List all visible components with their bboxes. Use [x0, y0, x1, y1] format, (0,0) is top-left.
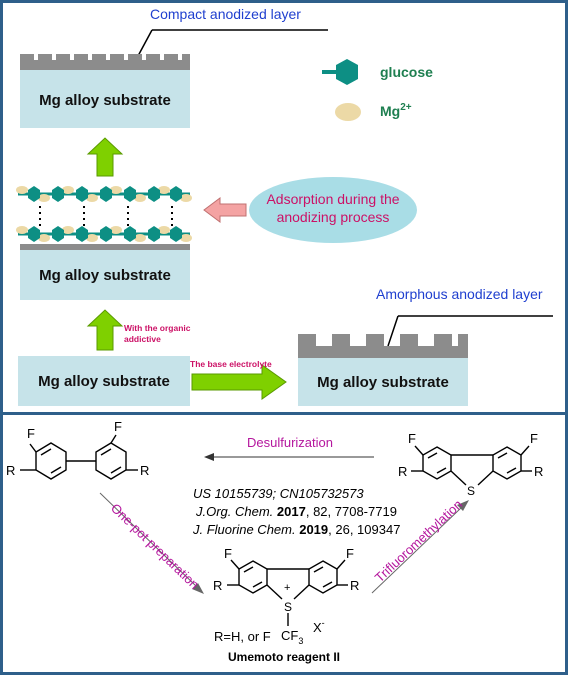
base-electrolyte-arrow — [191, 364, 287, 400]
glucose-legend-icon — [336, 59, 358, 85]
amorphous-layer-label: Amorphous anodized layer — [376, 286, 543, 302]
umemoto-cf3: CF3 — [281, 628, 303, 646]
upward-arrow-2 — [86, 137, 124, 177]
biphenyl-f-right: F — [114, 419, 122, 434]
upward-arrow-1 — [86, 309, 124, 351]
dbt-r-right: R — [534, 464, 543, 479]
biphenyl-f-left: F — [27, 426, 35, 441]
anodizing-scheme-svg: Compact anodized layer Mg alloy substrat… — [16, 6, 553, 406]
reference-line-1: US 10155739; CN105732573 — [193, 486, 364, 501]
compact-layer-pointer — [137, 29, 153, 57]
mg-ion-legend-icon — [335, 103, 361, 121]
dibenzothiophene-structure: F F R R S — [398, 431, 543, 498]
substrate-label-bottom-left: Mg alloy substrate — [38, 373, 170, 390]
umemoto-sulfur: S — [284, 600, 292, 614]
adsorption-label-line2: anodizing process — [277, 209, 390, 225]
difluorobiphenyl-structure: F F R R — [6, 419, 149, 480]
desulfurization-label: Desulfurization — [247, 435, 333, 450]
with-organic-label-line1: With the organic — [124, 323, 191, 333]
dbt-r-left: R — [398, 464, 407, 479]
umemoto-synthesis-panel: F F R R Desulfurization F F R R S US 101… — [0, 412, 568, 678]
trifluoromethylation-arrow — [371, 506, 463, 594]
thin-layer-middle — [20, 244, 190, 250]
trifluoromethylation-arrowhead — [457, 500, 469, 511]
adsorbed-layer-lower — [16, 226, 192, 242]
amorphous-layer-teeth — [298, 334, 468, 358]
r-definition: R=H, or F — [214, 629, 271, 644]
substrate-label-bottom-right: Mg alloy substrate — [317, 374, 449, 391]
adsorption-ellipse — [249, 177, 417, 243]
mg-ion-legend-label: Mg2+ — [380, 102, 412, 119]
substrate-box-bottom-left — [18, 356, 190, 406]
umemoto-counterion: X- — [313, 618, 325, 635]
with-organic-label-line2: addictive — [124, 334, 161, 344]
adsorption-arrow — [203, 197, 247, 223]
substrate-label-top: Mg alloy substrate — [39, 92, 171, 109]
substrate-box-top — [20, 70, 190, 128]
adsorption-label-line1: Adsorption during the — [266, 191, 399, 207]
one-pot-label: One-pot preparation — [108, 500, 202, 592]
biphenyl-r-right: R — [140, 463, 149, 478]
substrate-box-bottom-right — [298, 358, 468, 406]
reference-line-3: J. Fluorine Chem. 2019, 26, 109347 — [192, 522, 400, 537]
base-electrolyte-label: The base electrolyte — [190, 359, 272, 369]
umemoto-r-left: R — [213, 578, 222, 593]
dbt-sulfur: S — [467, 484, 475, 498]
umemoto-f-left: F — [224, 546, 232, 561]
reagent-name: Umemoto reagent II — [228, 650, 340, 664]
reference-line-2: J.Org. Chem. 2017, 82, 7708-7719 — [195, 504, 397, 519]
umemoto-f-right: F — [346, 546, 354, 561]
biphenyl-r-left: R — [6, 463, 15, 478]
umemoto-r-right: R — [350, 578, 359, 593]
anodizing-scheme-panel: Compact anodized layer Mg alloy substrat… — [16, 6, 553, 406]
one-pot-arrowhead — [192, 583, 204, 594]
dbt-f-left: F — [408, 431, 416, 446]
desulfurization-arrowhead — [204, 453, 214, 461]
dbt-f-right: F — [530, 431, 538, 446]
adsorbed-layer-upper — [16, 186, 192, 202]
layer-connectors — [39, 206, 173, 226]
glucose-legend-label: glucose — [380, 64, 433, 80]
amorphous-layer-pointer — [387, 315, 399, 347]
umemoto-sulfur-charge: + — [284, 582, 290, 594]
synthesis-scheme-svg: F F R R Desulfurization F F R R S US 101… — [6, 419, 543, 664]
compact-layer-base — [20, 60, 190, 70]
substrate-label-middle: Mg alloy substrate — [39, 267, 171, 284]
umemoto-reagent-structure: F F R R S + CF3 X- — [213, 546, 359, 646]
compact-layer-label: Compact anodized layer — [150, 6, 301, 22]
references: US 10155739; CN105732573 J.Org. Chem. 20… — [192, 486, 400, 537]
one-pot-arrow — [99, 492, 198, 588]
substrate-box-middle — [20, 250, 190, 300]
compact-layer-teeth — [20, 54, 190, 62]
